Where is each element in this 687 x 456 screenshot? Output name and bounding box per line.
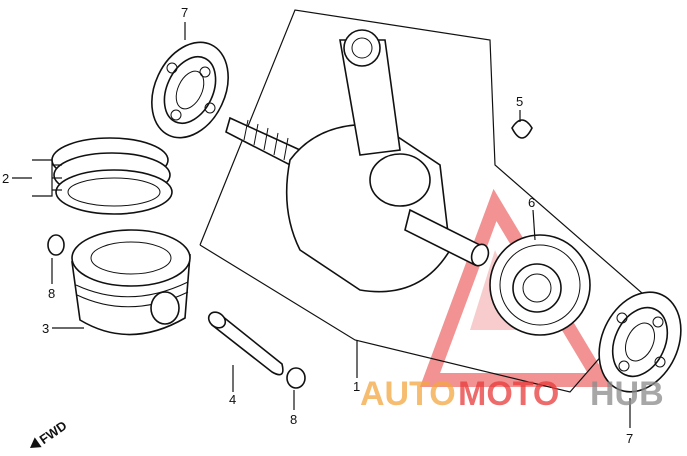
circlip-left xyxy=(47,234,65,256)
callout-8-bottom: 8 xyxy=(290,412,297,427)
forward-direction-indicator: FWD xyxy=(30,418,70,448)
callout-1: 1 xyxy=(353,379,360,394)
circlip-bottom xyxy=(286,367,306,389)
callouts: 7 2 8 3 4 8 1 5 6 7 xyxy=(2,5,633,446)
bearing-bottom xyxy=(598,291,682,393)
callout-7-bottom: 7 xyxy=(626,431,633,446)
leader-lines xyxy=(12,22,631,428)
piston xyxy=(71,229,191,336)
piston-pin xyxy=(207,311,284,376)
fwd-label: FWD xyxy=(37,418,70,447)
crankshaft xyxy=(225,29,490,293)
watermark-text: AUTO MOTO HUB xyxy=(360,375,664,413)
callout-2: 2 xyxy=(2,171,9,186)
callout-8-left: 8 xyxy=(48,286,55,301)
woodruff-key xyxy=(511,119,533,139)
callout-3: 3 xyxy=(42,321,49,336)
assembly-outline xyxy=(199,9,651,393)
crank-gear xyxy=(489,234,591,336)
forward-arrow-icon xyxy=(30,437,42,448)
callout-7-top: 7 xyxy=(181,5,188,20)
watermark-auto: AUTO xyxy=(360,375,456,413)
callout-4: 4 xyxy=(229,392,236,407)
callout-5: 5 xyxy=(516,94,523,109)
bearing-top xyxy=(151,41,229,139)
callout-6: 6 xyxy=(528,195,535,210)
watermark-hub: HUB xyxy=(590,375,664,413)
watermark-moto: MOTO xyxy=(458,375,559,413)
piston-rings xyxy=(51,137,173,215)
